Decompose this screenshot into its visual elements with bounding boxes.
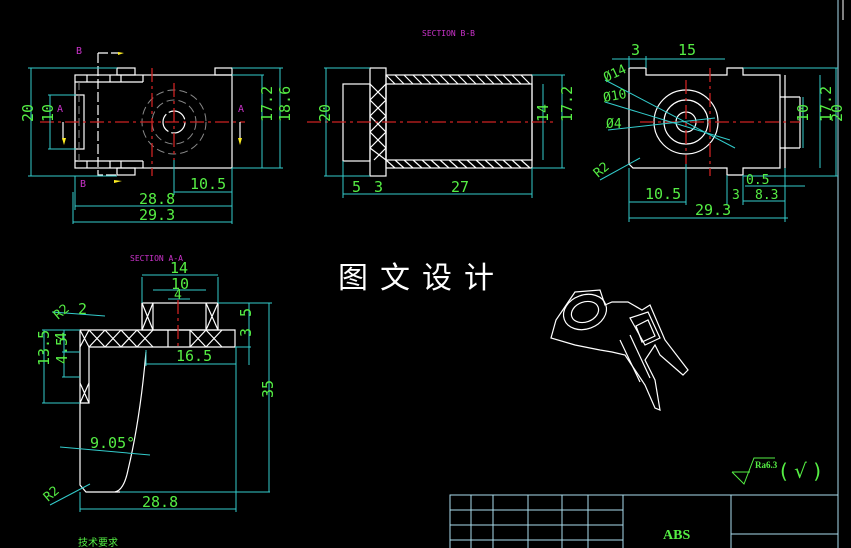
section-mark-b-top: B (76, 46, 82, 57)
dim-aa-4: 4 (174, 288, 182, 303)
right-view: 3 15 Ø14 Ø10 Ø4 R2 10 17.2 20 10.5 0.5 3… (591, 41, 846, 222)
dim-aa-4-side: 4 (52, 332, 70, 341)
dim-front-18-6: 18.6 (276, 86, 294, 122)
dim-right-20: 20 (828, 104, 846, 122)
material-label: ABS (663, 528, 690, 543)
watermark-title: 图文设计 (338, 261, 506, 296)
dim-bb-17-2: 17.2 (558, 86, 576, 122)
roughness-suffix: ( √ ) (780, 459, 821, 483)
dim-aa-r2-bottom: R2 (41, 484, 63, 506)
section-aa-label: SECTION A-A (130, 254, 183, 263)
dim-aa-35: 35 (259, 380, 277, 398)
dim-bb-14: 14 (534, 104, 552, 122)
front-view: 20 10 17.2 18.6 10.5 28.8 29.3 B B A A (19, 46, 294, 224)
dim-aa-14: 14 (170, 259, 188, 277)
dim-bb-5: 5 (352, 178, 361, 196)
dim-aa-4-5: 4.5 (53, 337, 71, 364)
dim-right-3: 3 (631, 41, 640, 59)
dim-front-20: 20 (19, 104, 37, 122)
dim-aa-28-8: 28.8 (142, 493, 178, 511)
dim-aa-r2: R2 (51, 302, 73, 324)
dim-right-15: 15 (678, 41, 696, 59)
dim-bb-3: 3 (374, 178, 383, 196)
dim-front-28-8: 28.8 (139, 190, 175, 208)
dim-right-dia10: Ø10 (602, 87, 628, 106)
dim-front-17-2: 17.2 (258, 86, 276, 122)
tech-requirements-label: 技术要求 (78, 536, 118, 548)
dim-right-10: 10 (794, 104, 812, 122)
isometric-3d-view (550, 289, 689, 411)
dim-aa-10: 10 (171, 275, 189, 293)
dim-front-10-5: 10.5 (190, 175, 226, 193)
dim-aa-16-5: 16.5 (176, 347, 212, 365)
dim-front-29-3: 29.3 (139, 206, 175, 224)
dim-aa-angle: 9.05° (90, 434, 135, 452)
section-mark-a-right: A (238, 104, 244, 115)
dim-right-29-3: 29.3 (695, 201, 731, 219)
roughness-value: Ra6.3 (755, 460, 778, 470)
dim-right-dia14: Ø14 (601, 62, 629, 86)
dim-aa-2: 2 (78, 300, 87, 318)
dim-aa-5: 5 (237, 308, 255, 317)
dim-right-17-2: 17.2 (817, 86, 835, 122)
section-aa-view: SECTION A-A 14 10 (35, 254, 277, 512)
dim-aa-13-5: 13.5 (35, 330, 53, 366)
section-bb-label: SECTION B-B (422, 29, 475, 38)
dim-right-8-3: 8.3 (755, 188, 778, 203)
dim-right-0-5: 0.5 (746, 173, 769, 188)
dim-right-r2: R2 (591, 160, 613, 182)
dim-right-3b: 3 (732, 188, 740, 203)
dim-aa-3: 3 (237, 328, 255, 337)
dim-bb-20: 20 (316, 104, 334, 122)
dim-right-10-5: 10.5 (645, 185, 681, 203)
dim-front-10: 10 (39, 104, 57, 122)
surface-roughness-symbol: Ra6.3 ( √ ) (731, 457, 821, 485)
dim-right-dia4: Ø4 (606, 117, 622, 132)
dim-bb-27: 27 (451, 178, 469, 196)
section-bb-view: SECTION B-B 20 14 17.2 5 3 27 (307, 29, 576, 198)
title-block: ABS (449, 494, 839, 548)
section-mark-a-left: A (57, 104, 63, 115)
section-mark-b-bottom: B (80, 179, 86, 190)
